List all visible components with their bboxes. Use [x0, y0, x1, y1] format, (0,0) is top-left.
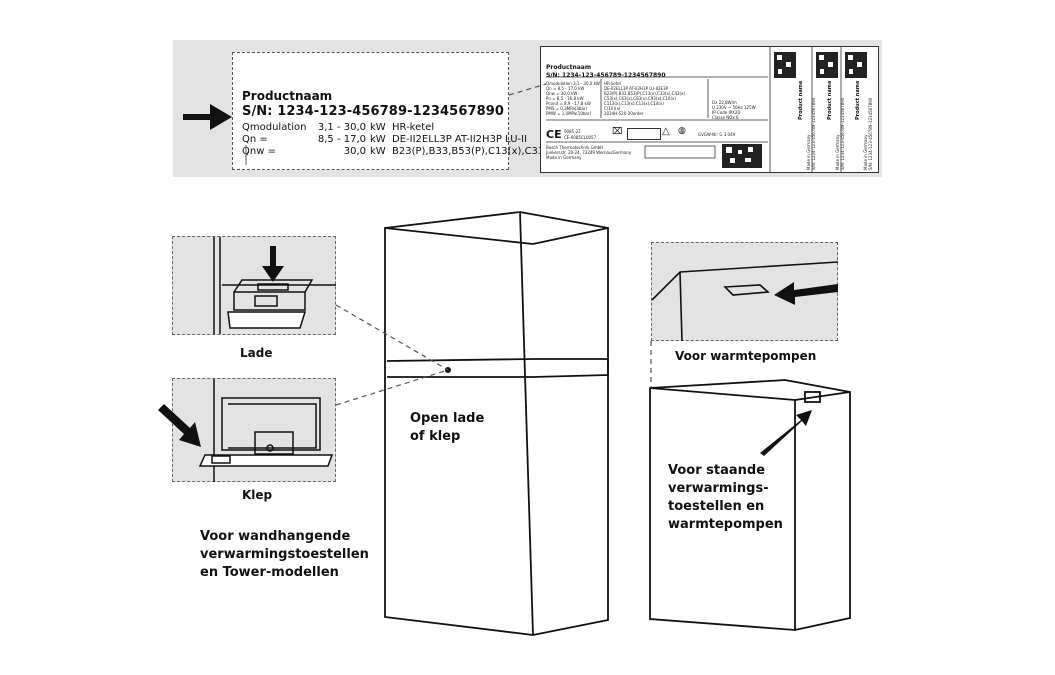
sheet-line: PMS = 0,3MPa(3bar) — [546, 106, 588, 111]
label-sheet-grid — [546, 47, 842, 172]
zoom-row-range: 30,0 — [343, 146, 366, 157]
zoom-row-name: Qmodulation — [242, 122, 307, 133]
sheet-line: IP-Code IPX2D — [712, 110, 741, 115]
zoom-row-range: 3,1 - 30,0 — [317, 122, 366, 133]
zoom-row-desc: HR-ketel — [392, 122, 435, 133]
sheet-product-name: Productnaam — [546, 64, 592, 71]
tower-unit-drawing — [384, 211, 609, 636]
sheet-line: Pcond = 8,9 - 17,8 kW — [546, 101, 591, 106]
sheet-line: DE-II2ELL3P AT-II2H3P LU-II2E3P — [604, 86, 669, 91]
caption-line: en Tower-modellen — [200, 565, 339, 580]
sheet-line: C53(x),C63(x),C83(x),C93(x),C10(x) — [604, 96, 676, 101]
zoom-row-name: Qnw = — [242, 146, 276, 157]
zoom-row-name: Qn = — [242, 134, 268, 145]
sheet-line: B23(P),B33,B53(P),C13(x),C33(x),C43(x) — [604, 91, 686, 96]
sheet-line: Qnw = 30,0 kW — [546, 91, 578, 96]
standing-unit-drawing — [649, 379, 851, 631]
klep-drawing — [198, 379, 334, 482]
zoom-serial-number: S/N: 1234-123-456789-1234567890 — [242, 104, 505, 119]
qr-code-icon — [774, 52, 796, 78]
sheet-line: U 230V ~ 50Hz 125W — [712, 105, 756, 110]
label-connector-line — [508, 83, 547, 96]
caption-line: Voor wandhangende — [200, 529, 351, 544]
sheet-line: HR-ketel — [604, 81, 621, 86]
gvgw-number: GVGW-Nr: G 3.049 — [698, 132, 736, 137]
sheet-line: PMW = 1,0MPa(10bar) — [546, 111, 592, 116]
caption-line: toestellen en — [668, 499, 765, 514]
caption-standing-units: Voor staande verwarmings- toestellen en … — [668, 462, 783, 534]
zoom-row-desc: B23(P),B33,B53(P),C13(x),C33 — [392, 146, 545, 157]
heatpump-arrow-icon — [774, 282, 838, 305]
sheet-line: Dx 22,8W/m — [712, 100, 737, 105]
sheet-line: 2024H-520-20order — [604, 111, 644, 116]
ce-mark-icon: CE — [546, 128, 562, 141]
ce-code: 0085-21 — [564, 129, 581, 134]
serial-arrow-icon — [183, 104, 232, 130]
sheet-line: Pn = 8,5 - 16,8 kW — [546, 96, 584, 101]
sheet-serial-number: S/N: 1234-123-456789-1234567890 — [546, 72, 666, 79]
lade-arrow-icon — [262, 246, 284, 282]
caption-line: warmtepompen — [668, 517, 783, 532]
caption-line: of klep — [410, 429, 461, 444]
sheet-line: C(10)(x) — [604, 106, 621, 111]
klep-arrow-icon — [158, 404, 201, 447]
caption-lade: Lade — [240, 346, 273, 360]
ce-code-sub: CE-0085CL0057 — [564, 135, 597, 140]
zoom-row-range: 8,5 - 17,0 — [317, 134, 366, 145]
sheet-line: Qn = 8,5 - 17,0 kW — [546, 86, 585, 91]
qr-code-icon — [816, 52, 838, 78]
zoom-row-unit: kW — [370, 146, 386, 157]
company-line: Bosch Thermotechnik GmbH — [546, 145, 604, 150]
company-line: Junkersstr. 20-24, 73249 Wernau/Germany — [546, 150, 632, 155]
warning-triangle-icon: △ — [662, 126, 670, 137]
caption-wall-models: Voor wandhangende verwarmingstoestellen … — [200, 528, 369, 582]
zoom-product-name: Productnaam — [242, 89, 333, 103]
heatpump-top-drawing — [651, 261, 839, 342]
standing-arrow-icon — [760, 410, 812, 456]
caption-heatpump: Voor warmtepompen — [675, 349, 817, 363]
sheet-line: Classe NOx 6 — [712, 115, 739, 120]
sheet-line: C113(x),C13(x),C13(x),C14(x) — [604, 101, 664, 106]
lade-drawing — [213, 237, 336, 334]
qr-code-icon — [722, 144, 762, 168]
zoom-row-desc: DE-II2ELL3P AT-II2H3P LU-II — [392, 134, 528, 145]
zoom-row-unit: kW — [370, 122, 386, 133]
qr-code-icon — [845, 52, 867, 78]
company-line: Made in Germany — [546, 155, 582, 160]
certification-logo-icon — [627, 128, 661, 140]
approval-circle-icon: ◍ — [678, 126, 686, 136]
caption-line: Open lade — [410, 411, 485, 426]
caption-line: verwarmings- — [668, 481, 769, 496]
zoom-row-unit: kW — [370, 134, 386, 145]
sheet-line: Qmodulation 3,1 - 30,0 kW — [546, 81, 600, 86]
label-zoom-box — [232, 52, 509, 170]
caption-open: Open lade of klep — [410, 410, 484, 446]
waste-bin-icon: ⌧ — [612, 127, 623, 137]
caption-line: Voor staande — [668, 463, 766, 478]
caption-line: verwarmingstoestellen — [200, 547, 369, 562]
lade-connector-line — [335, 304, 449, 371]
klep-connector-line — [335, 369, 449, 406]
caption-klep: Klep — [242, 488, 273, 502]
